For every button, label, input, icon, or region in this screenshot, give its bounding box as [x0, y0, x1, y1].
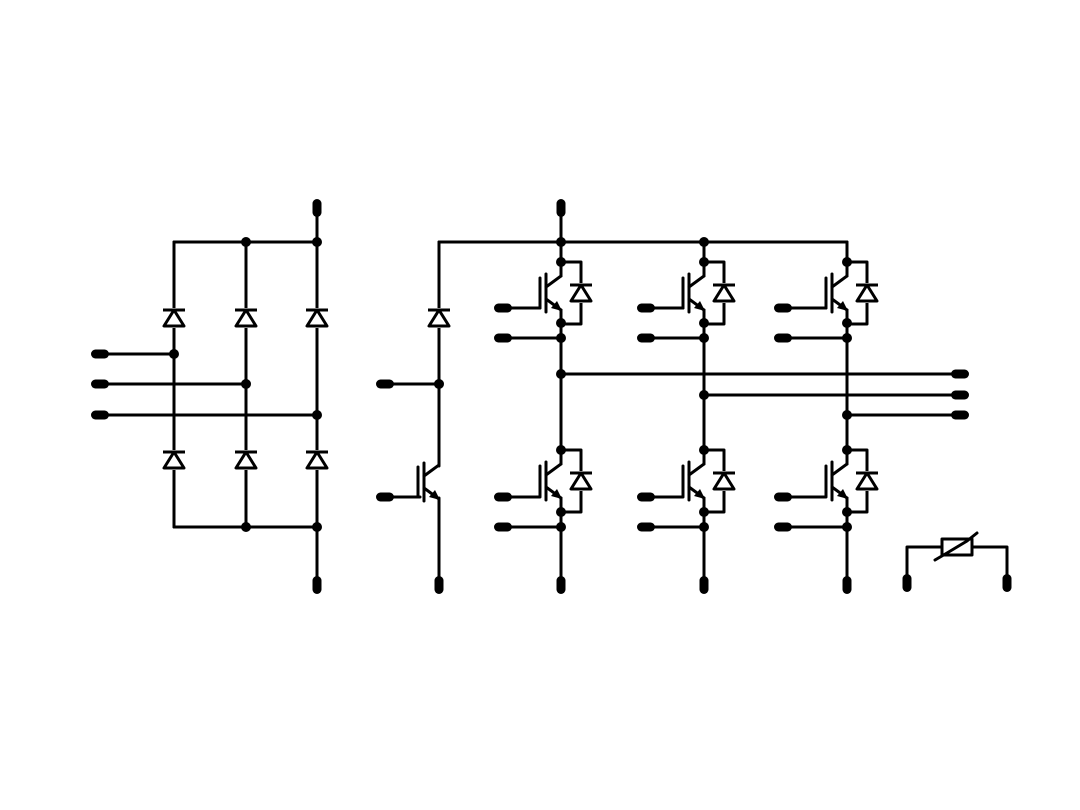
junction-dot: [241, 237, 251, 247]
junction-dot: [556, 507, 566, 517]
junction-dot: [556, 237, 566, 247]
terminal-pin: [312, 576, 322, 594]
terminal-pin: [774, 522, 792, 532]
terminal-pin: [494, 303, 512, 313]
terminal-pin: [376, 492, 394, 502]
terminal-pin: [556, 576, 566, 594]
junction-dot: [169, 349, 179, 359]
terminal-pin: [774, 303, 792, 313]
terminal-pin: [91, 410, 109, 420]
junction-dot: [312, 237, 322, 247]
junction-dot: [842, 410, 852, 420]
inverter-low-side-igbt-2: [681, 448, 736, 514]
terminal-pin: [699, 576, 709, 594]
junction-dot: [699, 390, 709, 400]
terminal-pin: [637, 303, 655, 313]
terminal-pin: [494, 492, 512, 502]
terminal-pin: [774, 333, 792, 343]
junction-dot: [842, 522, 852, 532]
terminal-pin: [842, 576, 852, 594]
terminal-pins: [91, 199, 1012, 594]
junction-dots: [169, 237, 852, 532]
brake-chopper-igbt: [416, 459, 441, 505]
terminal-pin: [312, 199, 322, 217]
junction-dot: [842, 318, 852, 328]
junction-dot: [312, 410, 322, 420]
junction-dot: [842, 333, 852, 343]
junction-dot: [842, 507, 852, 517]
terminal-pin: [637, 333, 655, 343]
igbt-symbols: [416, 260, 879, 514]
inverter-high-side-igbt-3: [824, 260, 879, 326]
rectifier-lower-diode-1: [162, 450, 186, 470]
terminal-pin: [1002, 574, 1012, 592]
junction-dot: [699, 257, 709, 267]
junction-dot: [556, 257, 566, 267]
rectifier-upper-diode-3: [305, 308, 329, 328]
terminal-pin: [637, 522, 655, 532]
junction-dot: [842, 445, 852, 455]
junction-dot: [434, 379, 444, 389]
rectifier-upper-diode-1: [162, 308, 186, 328]
terminal-pin: [951, 390, 969, 400]
terminal-pin: [494, 522, 512, 532]
inverter-low-side-igbt-3: [824, 448, 879, 514]
junction-dot: [842, 257, 852, 267]
inverter-high-side-igbt-2: [681, 260, 736, 326]
junction-dot: [241, 379, 251, 389]
terminal-pin: [494, 333, 512, 343]
terminal-pin: [774, 492, 792, 502]
junction-dot: [556, 369, 566, 379]
rectifier-lower-diode-2: [234, 450, 258, 470]
terminal-pin: [902, 574, 912, 592]
rectifier-upper-diode-2: [234, 308, 258, 328]
brake-chopper-diode: [427, 308, 451, 328]
junction-dot: [699, 333, 709, 343]
terminal-pin: [951, 410, 969, 420]
inverter-low-side-igbt-1: [538, 448, 593, 514]
junction-dot: [699, 522, 709, 532]
junction-dot: [699, 318, 709, 328]
terminal-pin: [376, 379, 394, 389]
terminal-pin: [91, 379, 109, 389]
junction-dot: [699, 507, 709, 517]
ntc-thermistor: [905, 531, 1009, 585]
diode-symbols: [162, 308, 451, 470]
terminal-pin: [637, 492, 655, 502]
junction-dot: [556, 445, 566, 455]
three-phase-rectifier-bridge: [96, 210, 319, 587]
rectifier-lower-diode-3: [305, 450, 329, 470]
junction-dot: [241, 522, 251, 532]
terminal-pin: [434, 576, 444, 594]
terminal-pin: [556, 199, 566, 217]
inverter-high-side-igbt-1: [538, 260, 593, 326]
junction-dot: [699, 445, 709, 455]
junction-dot: [312, 522, 322, 532]
terminal-pin: [951, 369, 969, 379]
junction-dot: [556, 522, 566, 532]
terminal-pin: [91, 349, 109, 359]
junction-dot: [556, 333, 566, 343]
junction-dot: [556, 318, 566, 328]
junction-dot: [699, 237, 709, 247]
